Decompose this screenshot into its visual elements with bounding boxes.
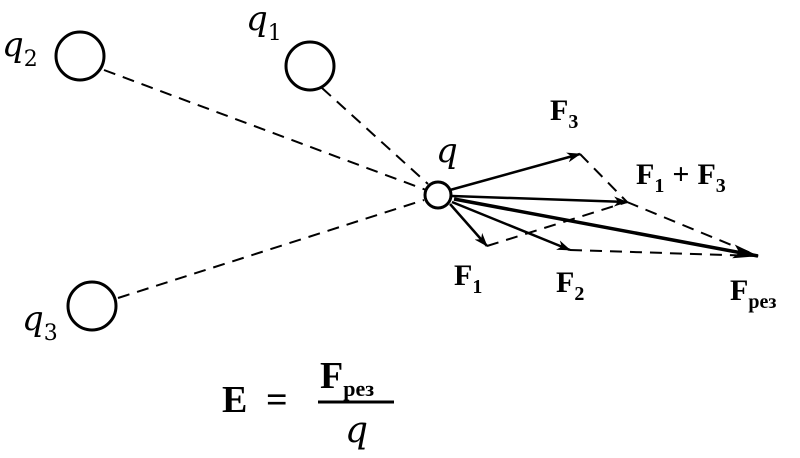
label-f2: F2 [556,266,584,305]
dashed-line-f3-to-sum [579,153,628,203]
charge-q2 [54,30,106,82]
vector-f1 [449,203,488,247]
vector-f-result [453,197,759,259]
label-q: q [436,131,458,171]
dashed-line-sum-to-result [626,201,759,257]
label-q3: q3 [22,299,58,346]
formula-equals: = [266,379,288,421]
dashed-line-q1-to-q [321,87,429,185]
test-charge-q [423,180,453,210]
label-q2: q2 [2,25,38,72]
formula-denominator: q [345,410,368,451]
label-f-result: Fрез [730,274,776,313]
charge-q3 [66,280,118,332]
label-f1: F1 [454,259,482,298]
label-q1: q1 [246,0,282,46]
vector-f2 [451,200,571,252]
dashed-line-f2-to-result [569,249,759,257]
label-f1-plus-f3: F1+F3 [636,158,726,197]
dashed-line-f1-to-sum [486,201,628,247]
dashed-line-q3-to-q [117,199,425,299]
formula-lhs: E [222,379,247,421]
vector-f1-plus-f3 [451,194,628,207]
vector-f3 [449,152,581,192]
formula-numerator: Fрез [320,355,374,401]
dashed-line-q2-to-q [103,69,427,191]
label-f3: F3 [550,94,578,133]
charge-q1 [284,40,336,92]
